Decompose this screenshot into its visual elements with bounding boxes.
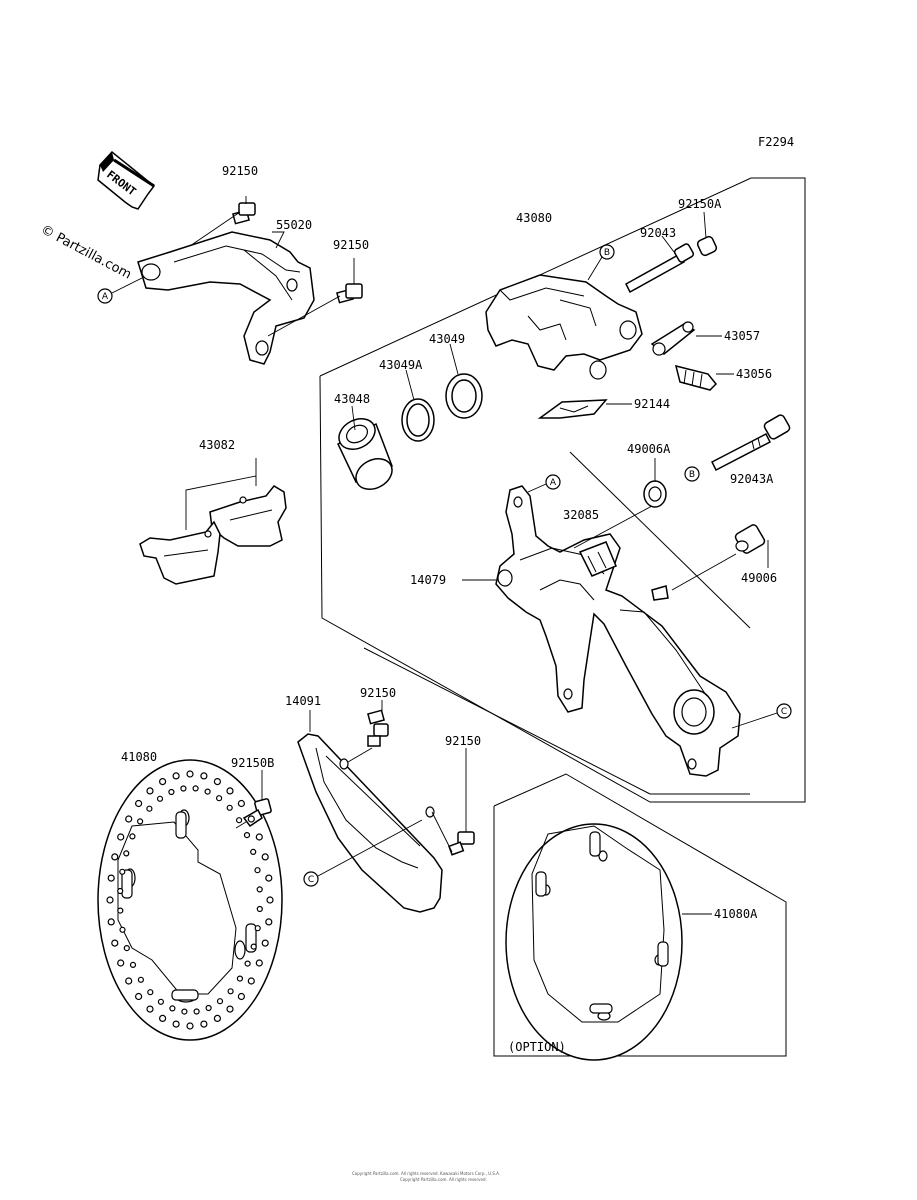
ref-mark-c-guard: C	[303, 819, 423, 887]
svg-text:B: B	[604, 248, 610, 258]
piston-seal-43049	[445, 373, 483, 419]
label-43048: 43048	[334, 392, 370, 406]
svg-text:C: C	[781, 707, 787, 717]
option-label: (OPTION)	[508, 1040, 566, 1054]
bolt-92150-guard-top	[367, 709, 389, 747]
label-92150-guard-right: 92150	[445, 734, 481, 748]
svg-text:A: A	[102, 292, 109, 302]
label-92150-guard-top: 92150	[360, 686, 396, 700]
caliper-mount-bracket	[137, 231, 315, 365]
brake-disc-41080A	[505, 823, 683, 1061]
caliper-pin-92043A	[710, 414, 791, 472]
partzilla-watermark: © Partzilla.com	[38, 222, 134, 282]
brake-disc-41080	[97, 759, 283, 1041]
caliper-piston-43048	[337, 418, 393, 490]
figure-code: F2294	[758, 135, 794, 149]
ref-mark-c-holder: C	[731, 703, 792, 729]
label-92043A: 92043A	[730, 472, 774, 486]
bolt-92150-bracket-top	[232, 202, 256, 225]
pad-holder-32085	[578, 541, 617, 577]
ref-mark-a-holder: A	[527, 474, 561, 493]
label-32085: 32085	[563, 508, 599, 522]
disc-guard-14091	[297, 733, 443, 913]
caliper-pin-92043	[625, 243, 695, 294]
pin-boot-92150A	[696, 235, 718, 257]
label-92144: 92144	[634, 397, 670, 411]
svg-text:C: C	[308, 875, 314, 885]
caliper-assembly-box	[319, 177, 806, 803]
ref-mark-b-pin: B	[684, 466, 700, 482]
label-92150B: 92150B	[231, 756, 274, 770]
label-43080: 43080	[516, 211, 552, 225]
label-92150-bracket-right: 92150	[333, 238, 369, 252]
label-43057: 43057	[724, 329, 760, 343]
label-14091: 14091	[285, 694, 321, 708]
label-92150A: 92150A	[678, 197, 722, 211]
label-43049: 43049	[429, 332, 465, 346]
disc-vent-holes	[106, 770, 274, 1030]
bolt-49006	[734, 524, 766, 554]
label-14079: 14079	[410, 573, 446, 587]
bleeder-valve-43056	[674, 364, 718, 391]
caliper-holder-14079	[495, 485, 741, 777]
ref-mark-b-caliper: B	[587, 244, 615, 281]
label-43082: 43082	[199, 438, 235, 452]
front-arrow-icon: FRONT	[97, 150, 156, 210]
svg-text:B: B	[689, 470, 695, 480]
label-55020: 55020	[276, 218, 312, 232]
dust-seal-43049A	[401, 398, 435, 442]
label-92043: 92043	[640, 226, 676, 240]
bleeder-cap-43057	[650, 321, 696, 356]
label-92150-bracket-top: 92150	[222, 164, 258, 178]
label-49006A: 49006A	[627, 442, 671, 456]
option-box	[493, 773, 787, 1057]
label-41080A: 41080A	[714, 907, 758, 921]
bolt-92150-bracket-right	[336, 283, 363, 304]
caliper-body	[485, 274, 643, 380]
bush-49006A	[643, 480, 667, 508]
brake-pads-43082	[139, 485, 287, 585]
footer-line-1: Copyright Partzilla.com. All rights rese…	[352, 1171, 500, 1176]
pad-spring-92144	[537, 399, 608, 419]
label-41080: 41080	[121, 750, 157, 764]
svg-text:A: A	[550, 478, 557, 488]
ref-mark-a-bracket: A	[97, 277, 143, 304]
bolt-92150-guard-right	[448, 831, 475, 856]
footer-line-2: Copyright Partzilla.com. All rights rese…	[400, 1177, 487, 1182]
label-43049A: 43049A	[379, 358, 423, 372]
label-43056: 43056	[736, 367, 772, 381]
label-49006: 49006	[741, 571, 777, 585]
